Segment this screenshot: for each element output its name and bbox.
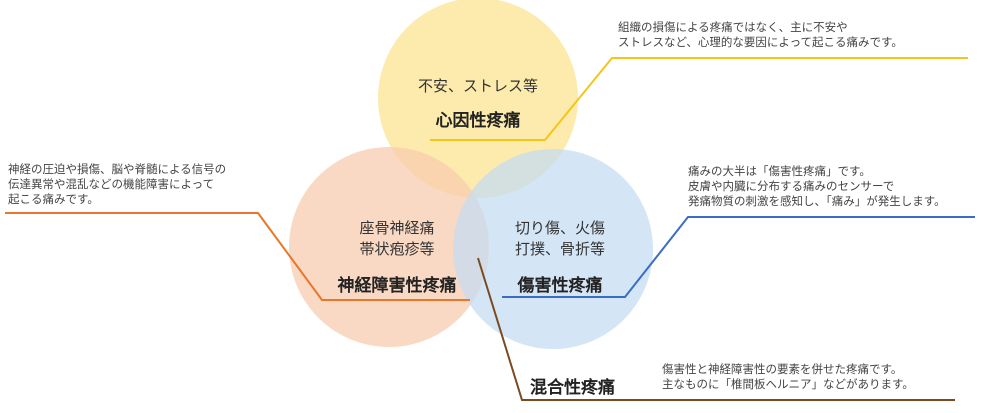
neuropathic-title: 神経障害性疼痛 <box>337 276 457 296</box>
psychogenic-note-line-2: ストレスなど、心理的な要因によって起こる痛みです。 <box>618 35 903 49</box>
nociceptive-note-line-1: 痛みの大半は「傷害性疼痛」です。 <box>688 164 871 178</box>
nociceptive-example-2: 打撲、骨折等 <box>514 240 605 258</box>
nociceptive-note-line-3: 発痛物質の刺激を感知し、「痛み」が発生します。 <box>688 194 946 208</box>
neuropathic-note-line-2: 伝達異常や混乱などの機能障害によって <box>8 177 215 191</box>
neuropathic-circle <box>289 147 489 347</box>
psychogenic-example-1: 不安、ストレス等 <box>417 77 538 95</box>
nociceptive-note: 痛みの大半は「傷害性疼痛」です。 皮膚や内臓に分布する痛みのセンサーで 発痛物質… <box>688 164 946 209</box>
mixed-note: 傷害性と神経障害性の要素を併せた疼痛です。 主なものに「椎間板ヘルニア」などがあ… <box>662 362 914 392</box>
mixed-note-line-1: 傷害性と神経障害性の要素を併せた疼痛です。 <box>662 362 903 376</box>
neuropathic-example-2: 帯状疱疹等 <box>359 240 435 258</box>
nociceptive-leader-line <box>502 216 975 298</box>
neuropathic-note-line-1: 神経の圧迫や損傷、脳や脊髄による信号の <box>8 162 227 176</box>
nociceptive-note-line-2: 皮膚や内臓に分布する痛みのセンサーで <box>688 179 895 193</box>
psychogenic-circle <box>378 0 578 198</box>
nociceptive-title: 傷害性疼痛 <box>517 276 603 296</box>
psychogenic-leader-line <box>430 57 968 141</box>
neuropathic-example-1: 座骨神経痛 <box>359 219 435 237</box>
psychogenic-note-line-1: 組織の損傷による疼痛ではなく、主に不安や <box>618 20 848 34</box>
psychogenic-note: 組織の損傷による疼痛ではなく、主に不安や ストレスなど、心理的な要因によって起こ… <box>618 20 903 50</box>
neuropathic-note-line-3: 起こる痛みです。 <box>8 192 99 206</box>
mixed-note-line-2: 主なものに「椎間板ヘルニア」などがあります。 <box>662 377 914 391</box>
nociceptive-circle <box>453 149 653 349</box>
mixed-leader-line <box>477 257 955 401</box>
nociceptive-example-1: 切り傷、火傷 <box>514 219 605 237</box>
neuropathic-leader-line <box>5 212 470 301</box>
psychogenic-title: 心因性疼痛 <box>435 111 521 131</box>
neuropathic-note: 神経の圧迫や損傷、脳や脊髄による信号の 伝達異常や混乱などの機能障害によって 起… <box>8 162 226 207</box>
mixed-title: 混合性疼痛 <box>530 378 615 398</box>
